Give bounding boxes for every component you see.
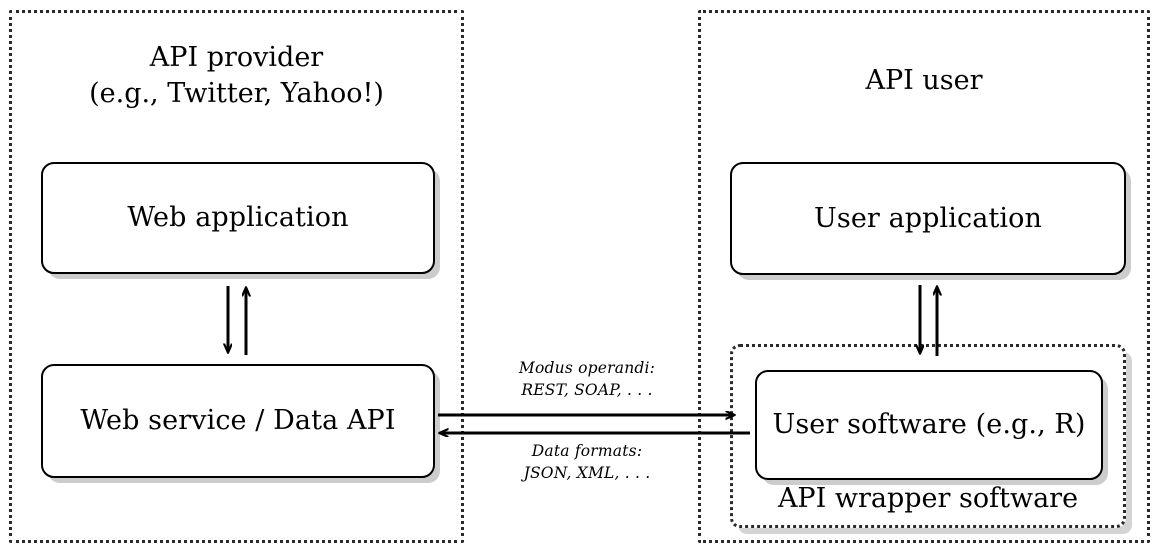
group-title-api-provider: API provider (e.g., Twitter, Yahoo!): [89, 42, 384, 109]
node-web-application-label: Web application: [127, 202, 349, 234]
edge-label-modus-operandi: Modus operandi: REST, SOAP, . . .: [518, 359, 656, 400]
group-title-api-user: API user: [865, 65, 983, 96]
node-web-service[interactable]: Web service / Data API: [41, 364, 435, 478]
node-web-service-label: Web service / Data API: [80, 405, 396, 437]
node-user-software-label: User software (e.g., R): [772, 409, 1086, 441]
caption-api-wrapper-software: API wrapper software: [777, 483, 1079, 514]
node-user-application[interactable]: User application: [730, 162, 1126, 275]
node-web-application[interactable]: Web application: [41, 162, 435, 274]
edge-label-data-formats: Data formats: JSON, XML, . . .: [523, 442, 651, 483]
node-user-application-label: User application: [814, 202, 1042, 234]
group-panel-api-provider: [9, 10, 464, 543]
group-panel-api-user: [698, 10, 1150, 543]
node-user-software[interactable]: User software (e.g., R): [755, 370, 1103, 480]
